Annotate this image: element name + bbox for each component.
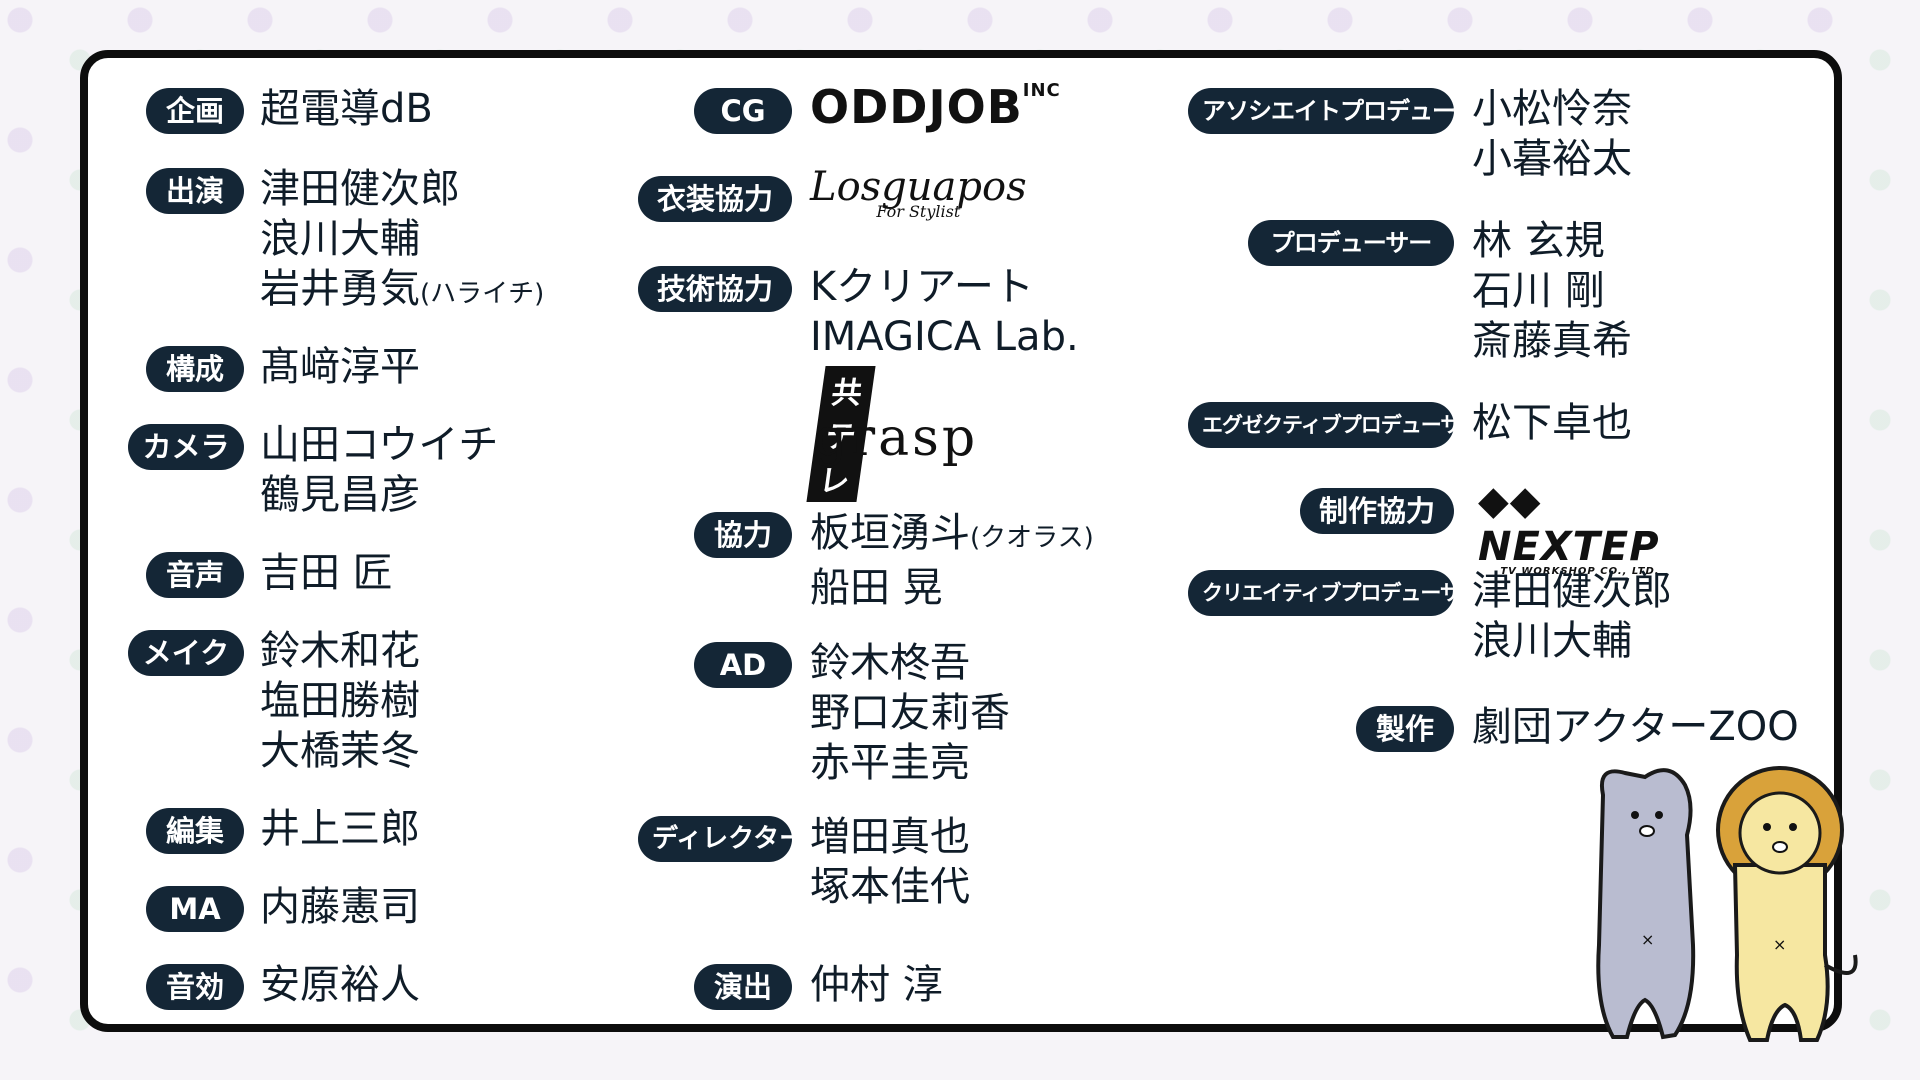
credit-names: 板垣湧斗(クオラス) 船田 晃 (810, 508, 1094, 613)
role-badge: 協力 (694, 512, 792, 558)
name: 斎藤真希 (1472, 318, 1632, 364)
name: 塚本佳代 (810, 864, 970, 910)
role-badge: クリエイティブプロデューサー (1188, 570, 1481, 616)
role-badge: 制作協力 (1300, 488, 1454, 534)
name: Kクリアート (810, 264, 1034, 310)
credit-names: 超電導dB (260, 84, 433, 134)
role-badge: 音効 (146, 964, 244, 1010)
rhino-character: × (1596, 768, 1696, 1040)
name: IMAGICA Lab. (810, 314, 1079, 360)
name: 浪川大輔 (260, 216, 420, 262)
name: 超電導dB (260, 86, 433, 132)
role-badge: ディレクター (638, 816, 805, 862)
name-text: 板垣湧斗 (810, 510, 970, 556)
credit-names: 劇団アクターZOO (1472, 702, 1799, 752)
name: 松下卓也 (1472, 400, 1632, 446)
role-badge: 出演 (146, 168, 244, 214)
credit-names: 髙﨑淳平 (260, 342, 420, 392)
name: 鶴見昌彦 (260, 472, 420, 518)
name: 仲村 淳 (810, 962, 943, 1008)
role-badge: 企画 (146, 88, 244, 134)
svg-text:×: × (1773, 935, 1786, 954)
name: 小暮裕太 (1472, 136, 1632, 182)
logo-subtext: INC (1022, 80, 1061, 101)
credit-names: 井上三郎 (260, 804, 420, 854)
credit-names: 内藤憲司 (260, 882, 420, 932)
name: 安原裕人 (260, 962, 420, 1008)
credit-names: 津田健次郎 浪川大輔 (1472, 566, 1672, 666)
name: 板垣湧斗(クオラス) (810, 508, 1094, 563)
name: 石川 剛 (1472, 268, 1605, 314)
name: 吉田 匠 (260, 550, 393, 596)
name: 浪川大輔 (1472, 618, 1632, 664)
name: 井上三郎 (260, 806, 420, 852)
credit-names: 吉田 匠 (260, 548, 393, 598)
name: 大橋茉冬 (260, 728, 420, 774)
credit-names: 松下卓也 (1472, 398, 1632, 448)
name: 髙﨑淳平 (260, 344, 420, 390)
role-badge: カメラ (128, 424, 244, 470)
name: 鈴木和花 (260, 628, 420, 674)
losguapos-logo: Losguapos For Stylist (810, 164, 1027, 221)
role-badge: アソシエイトプロデューサー (1188, 88, 1502, 134)
credit-names: 鈴木柊吾 野口友莉香 赤平圭亮 (810, 638, 1010, 788)
role-badge: メイク (128, 630, 244, 676)
name-note: (ハライチ) (420, 279, 545, 309)
role-badge: 衣装協力 (638, 176, 792, 222)
name: 野口友莉香 (810, 690, 1010, 736)
credit-names: 安原裕人 (260, 960, 420, 1010)
name: 津田健次郎 (260, 166, 460, 212)
name: 小松怜奈 (1472, 86, 1632, 132)
name: 船田 晃 (810, 565, 943, 611)
credit-names: 津田健次郎 浪川大輔 岩井勇気(ハライチ) (260, 164, 544, 319)
credits-board: 企画 超電導dB 出演 津田健次郎 浪川大輔 岩井勇気(ハライチ) 構成 髙﨑淳… (80, 50, 1842, 1032)
name-note: (クオラス) (970, 523, 1094, 553)
name: 増田真也 (810, 814, 970, 860)
name: 山田コウイチ (260, 422, 499, 468)
name: 鈴木柊吾 (810, 640, 970, 686)
role-badge: プロデューサー (1248, 220, 1454, 266)
logo-text: NEXTEP (1478, 524, 1660, 570)
role-badge: MA (146, 886, 244, 932)
mascot-characters: × × (1596, 766, 1858, 1042)
credit-names: 林 玄規 石川 剛 斎藤真希 (1472, 216, 1632, 366)
name: 林 玄規 (1472, 218, 1605, 264)
role-badge: 構成 (146, 346, 244, 392)
name: 劇団アクターZOO (1472, 704, 1799, 750)
credit-names: 仲村 淳 (810, 960, 943, 1010)
nextep-logo: ◆◆ NEXTEP TV WORKSHOP CO., LTD. (1478, 478, 1660, 577)
role-badge: AD (694, 642, 792, 688)
credit-names: 増田真也 塚本佳代 (810, 812, 970, 912)
svg-text:×: × (1641, 930, 1654, 949)
role-badge: 技術協力 (638, 266, 792, 312)
name: 赤平圭亮 (810, 740, 970, 786)
credit-names: 鈴木和花 塩田勝樹 大橋茉冬 (260, 626, 420, 776)
role-badge: エグゼクティブプロデューサー (1188, 402, 1481, 448)
role-badge: 製作 (1356, 706, 1454, 752)
role-badge: CG (694, 88, 792, 134)
nextep-diamond-icon: ◆◆ (1478, 478, 1542, 524)
lion-character: × (1716, 766, 1858, 1042)
role-badge: 演出 (694, 964, 792, 1010)
name: 津田健次郎 (1472, 568, 1672, 614)
grasp-logo: grasp (814, 408, 979, 468)
name: 塩田勝樹 (260, 678, 420, 724)
name-text: 岩井勇気 (260, 266, 420, 312)
logo-text: Losguapos (810, 164, 1027, 210)
credit-names: 山田コウイチ 鶴見昌彦 (260, 420, 498, 520)
role-badge: 編集 (146, 808, 244, 854)
credit-names: Kクリアート IMAGICA Lab. (810, 262, 1079, 362)
name: 岩井勇気(ハライチ) (260, 264, 544, 319)
logo-subtext: TV WORKSHOP CO., LTD. (1500, 566, 1660, 577)
name: 内藤憲司 (260, 884, 420, 930)
logo-subtext: For Stylist (876, 202, 961, 221)
logo-text: ODDJOB (810, 80, 1023, 134)
credit-names: 小松怜奈 小暮裕太 (1472, 84, 1632, 184)
role-badge: 音声 (146, 552, 244, 598)
oddjob-logo: ODDJOBINC (810, 80, 1061, 134)
